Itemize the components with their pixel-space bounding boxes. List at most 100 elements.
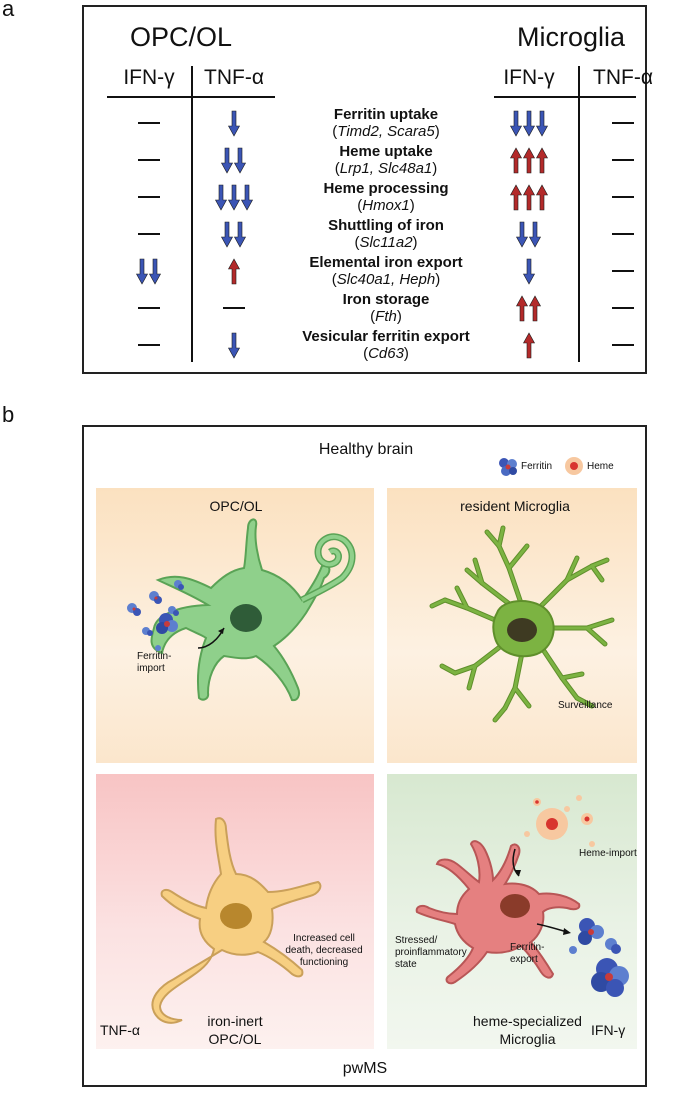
down-arrow-icon xyxy=(227,110,240,137)
col-header-mg-tnf: TNF-α xyxy=(593,66,653,89)
up-arrow-icon xyxy=(522,184,535,211)
effect-cell-mg-ifn xyxy=(489,330,569,360)
effect-cell-mg-ifn xyxy=(489,108,569,138)
no-change-dash xyxy=(612,233,634,235)
up-arrow-icon xyxy=(522,332,535,359)
mechanism-row: Iron storage(Fth) xyxy=(282,291,490,325)
effect-cell-mg-tnf xyxy=(583,145,663,175)
mechanism-title: Elemental iron export xyxy=(309,254,463,271)
down-arrows-icon xyxy=(214,184,253,211)
no-change-dash xyxy=(223,307,245,309)
effect-cell-mg-ifn xyxy=(489,219,569,249)
q3-cell-label: iron-inert OPC/OL xyxy=(207,1013,263,1047)
down-arrow-icon xyxy=(509,110,522,137)
quadrant-heme-microglia xyxy=(387,774,637,1049)
effect-cell-opc-ifn xyxy=(109,330,189,360)
mechanism-row: Heme uptake(Lrp1, Slc48a1) xyxy=(282,143,490,177)
down-arrows-icon xyxy=(221,221,247,248)
heme-legend-icon xyxy=(565,457,583,475)
no-change-dash xyxy=(138,196,160,198)
down-arrow-icon xyxy=(522,258,535,285)
effect-cell-opc-tnf xyxy=(194,293,274,323)
quadrant-iron-inert-opc xyxy=(96,774,374,1049)
q3-condition-label: TNF-α xyxy=(100,1022,140,1038)
healthy-brain-title: Healthy brain xyxy=(318,441,414,458)
legend-heme-label: Heme xyxy=(587,461,614,472)
mechanism-row: Ferritin uptake(Timd2, Scara5) xyxy=(282,106,490,140)
up-arrows-icon xyxy=(522,332,535,359)
down-arrows-icon xyxy=(227,110,240,137)
effect-cell-opc-tnf xyxy=(194,219,274,249)
no-change-dash xyxy=(138,344,160,346)
q4-stress-state-label: Stressed/ proinflammatory state xyxy=(395,935,467,970)
q4-heme-import-label: Heme-import xyxy=(579,848,637,859)
effect-cell-opc-ifn xyxy=(109,293,189,323)
q4-cell-label: heme-specialized Microglia xyxy=(473,1013,582,1047)
effect-cell-mg-tnf xyxy=(583,182,663,212)
down-arrows-icon xyxy=(136,258,162,285)
down-arrow-icon xyxy=(221,221,234,248)
effect-cell-mg-tnf xyxy=(583,293,663,323)
mechanism-genes: (Slc40a1, Heph) xyxy=(331,271,441,288)
mechanism-genes: (Fth) xyxy=(370,308,402,325)
down-arrows-icon xyxy=(509,110,548,137)
mechanism-row: Vesicular ferritin export(Cd63) xyxy=(282,328,490,362)
gene-list: Cd63 xyxy=(368,345,404,362)
effect-cell-opc-ifn xyxy=(109,108,189,138)
down-arrow-icon xyxy=(233,147,247,174)
mechanism-title: Iron storage xyxy=(342,291,430,308)
effect-cell-mg-ifn xyxy=(489,256,569,286)
effect-cell-mg-ifn xyxy=(489,182,569,212)
down-arrows-icon xyxy=(227,332,240,359)
down-arrow-icon xyxy=(136,258,149,285)
q4-ferritin-export-label: Ferritin-export xyxy=(510,942,545,965)
down-arrow-icon xyxy=(516,221,529,248)
down-arrow-icon xyxy=(227,332,240,359)
heme-microglia-cell-illustration xyxy=(415,795,629,997)
effect-cell-opc-tnf xyxy=(194,108,274,138)
down-arrow-icon xyxy=(227,184,240,211)
mechanism-title: Ferritin uptake xyxy=(333,106,439,123)
effect-cell-mg-ifn xyxy=(489,145,569,175)
mechanism-title: Heme uptake xyxy=(339,143,433,160)
q3-cell-death-note: Increased cell death, decreased function… xyxy=(285,933,363,968)
group-label-opc: OPC/OL xyxy=(130,22,233,52)
quadrant-resident-microglia xyxy=(387,488,637,763)
mechanism-row: Elemental iron export(Slc40a1, Heph) xyxy=(282,254,490,288)
down-arrows-icon xyxy=(516,221,542,248)
up-arrow-icon xyxy=(535,184,548,211)
divider-right xyxy=(578,66,580,362)
up-arrow-icon xyxy=(535,147,548,174)
effect-cell-opc-ifn xyxy=(109,145,189,175)
panel-a-letter: a xyxy=(2,0,15,21)
legend-ferritin-label: Ferritin xyxy=(521,461,553,472)
effect-cell-opc-tnf xyxy=(194,256,274,286)
effect-cell-opc-tnf xyxy=(194,330,274,360)
up-arrow-icon xyxy=(227,258,240,285)
effect-cell-opc-tnf xyxy=(194,145,274,175)
mechanism-genes: (Cd63) xyxy=(363,345,409,362)
no-change-dash xyxy=(612,270,634,272)
q1-cell-label: OPC/OL xyxy=(209,498,263,514)
no-change-dash xyxy=(612,159,634,161)
col-header-opc-ifn: IFN-γ xyxy=(123,66,175,89)
mechanism-genes: (Hmox1) xyxy=(357,197,415,214)
q2-cell-label: resident Microglia xyxy=(460,498,570,514)
opc-cell-illustration xyxy=(127,518,356,702)
effect-cell-mg-tnf xyxy=(583,330,663,360)
no-change-dash xyxy=(612,122,634,124)
divider-left xyxy=(191,66,193,362)
mechanism-genes: (Timd2, Scara5) xyxy=(332,123,440,140)
down-arrow-icon xyxy=(535,110,548,137)
effect-cell-mg-ifn xyxy=(489,293,569,323)
header-rule-right xyxy=(494,96,636,98)
col-header-opc-tnf: TNF-α xyxy=(204,66,264,89)
col-header-mg-ifn: IFN-γ xyxy=(503,66,555,89)
effect-cell-opc-ifn xyxy=(109,182,189,212)
panel-b-letter: b xyxy=(2,402,15,427)
mechanism-title: Vesicular ferritin export xyxy=(302,328,470,345)
mechanism-row: Heme processing(Hmox1) xyxy=(282,180,490,214)
microglia-cell-illustration xyxy=(429,525,615,723)
up-arrow-icon xyxy=(509,184,522,211)
down-arrows-icon xyxy=(221,147,247,174)
